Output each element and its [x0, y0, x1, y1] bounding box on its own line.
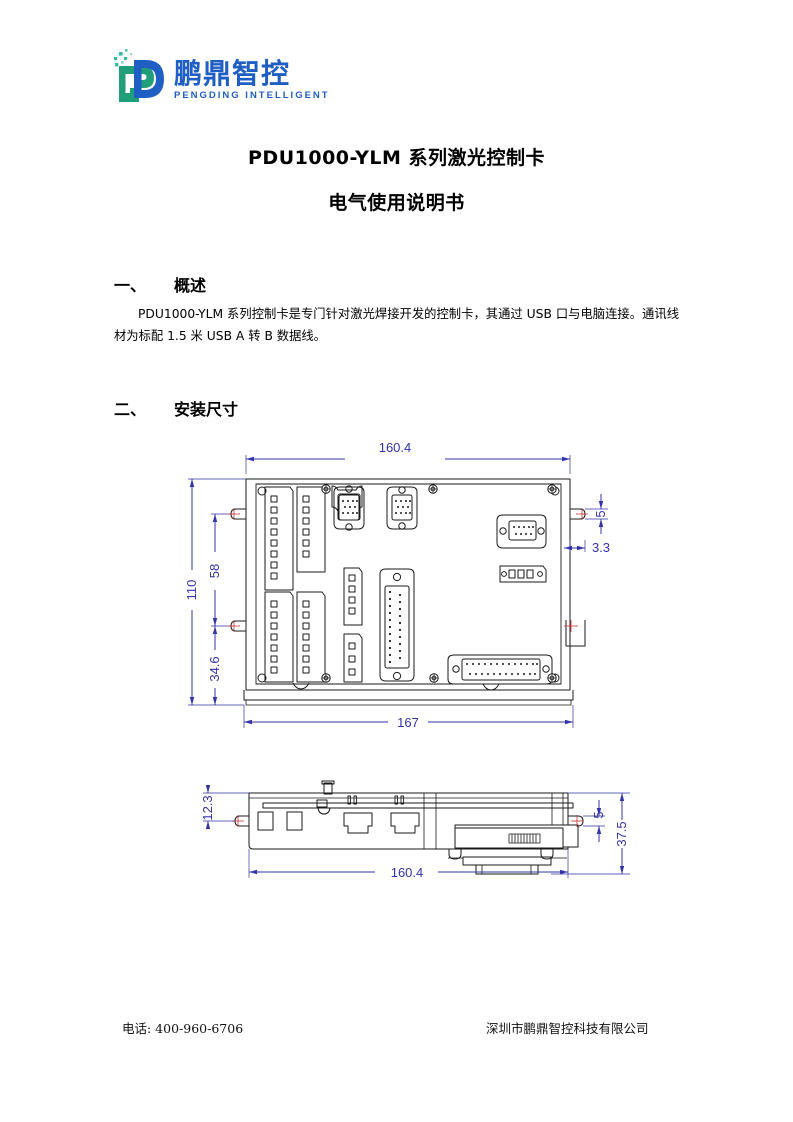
section-body-overview: PDU1000-YLM 系列控制卡是专门针对激光焊接开发的控制卡，其通过 USB… — [114, 307, 679, 343]
dim-167: 167 — [397, 715, 419, 730]
section-heading-overview: 一、 概述 — [114, 272, 206, 296]
dim-58: 58 — [207, 564, 222, 578]
dim-5-side: 5 — [591, 811, 606, 818]
dim-160-4-side: 160.4 — [391, 865, 424, 880]
logo-wordmark: 鹏鼎智控 PENGDING INTELLIGENT — [174, 59, 330, 104]
pengding-d-logo-icon — [112, 48, 166, 104]
section-heading-dimensions: 二、 安装尺寸 — [114, 396, 238, 420]
footer-company: 深圳市鹏鼎智控科技有限公司 — [486, 1021, 649, 1036]
dim-37-5: 37.5 — [614, 821, 629, 846]
section-title-1: 概述 — [174, 276, 207, 295]
dim-34-6: 34.6 — [207, 656, 222, 681]
logo-chinese-name: 鹏鼎智控 — [174, 57, 291, 90]
dim-5-top: 5 — [593, 510, 608, 517]
section-number-1: 一、 — [114, 276, 147, 295]
company-logo: 鹏鼎智控 PENGDING INTELLIGENT — [112, 44, 330, 104]
section-number-2: 二、 — [114, 400, 147, 419]
section-title-2: 安装尺寸 — [174, 400, 239, 419]
dim-160-4-top: 160.4 — [379, 440, 412, 455]
page-footer: 电话: 400-960-6706 深圳市鹏鼎智控科技有限公司 — [0, 1018, 793, 1040]
dim-110: 110 — [184, 580, 199, 601]
logo-english-name: PENGDING INTELLIGENT — [174, 90, 330, 101]
dim-12-3: 12.3 — [200, 795, 215, 820]
dim-3-3: 3.3 — [592, 540, 610, 555]
footer-phone: 电话: 400-960-6706 — [122, 1021, 244, 1036]
document-title-line1: PDU1000-YLM 系列激光控制卡 — [248, 147, 545, 169]
document-title-line2: 电气使用说明书 — [328, 192, 465, 214]
